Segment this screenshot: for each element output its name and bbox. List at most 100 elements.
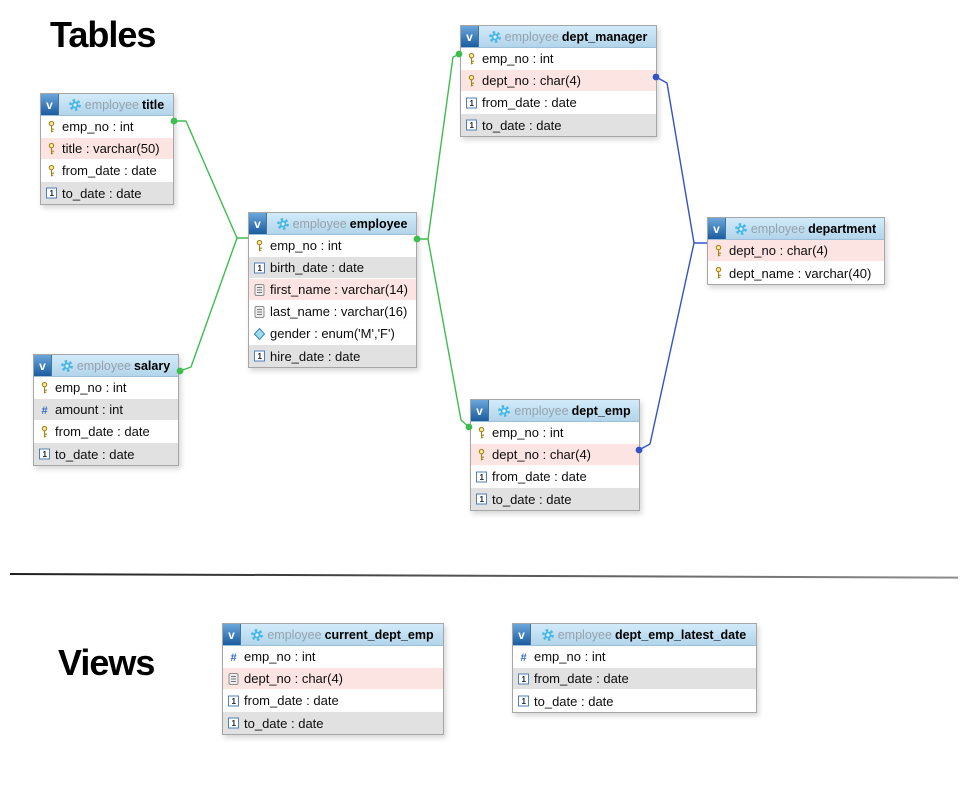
view-badge-icon: v xyxy=(708,218,726,239)
column-row: from_date : date xyxy=(41,160,173,182)
svg-text:1: 1 xyxy=(257,264,262,273)
gear-icon xyxy=(497,404,511,418)
svg-text:1: 1 xyxy=(521,697,526,706)
schema-name: employee xyxy=(750,221,806,236)
column-row: 1 birth_date : date xyxy=(249,257,416,279)
column-label: birth_date : date xyxy=(270,260,364,275)
column-row: emp_no : int xyxy=(471,422,639,444)
key-icon xyxy=(38,381,51,395)
view-badge-icon: v xyxy=(34,355,52,376)
key-icon xyxy=(475,448,488,462)
gear-icon xyxy=(276,217,290,231)
column-label: from_date : date xyxy=(55,424,150,439)
table-name: dept_emp_latest_date xyxy=(614,627,747,642)
view-badge-icon: v xyxy=(249,213,267,234)
column-label: hire_date : date xyxy=(270,348,361,364)
key-icon xyxy=(38,425,51,439)
key-icon xyxy=(712,266,725,280)
views-section-heading: Views xyxy=(58,642,155,683)
column-label: to_date : date xyxy=(244,715,324,731)
column-label: emp_no : int xyxy=(270,238,342,253)
column-row: 1 to_date : date xyxy=(223,712,443,734)
view-badge-icon: v xyxy=(513,624,531,645)
date-icon: 1 xyxy=(227,716,240,730)
column-row: emp_no : int xyxy=(34,377,178,399)
gear-icon xyxy=(68,98,82,112)
key-icon xyxy=(465,52,478,66)
date-icon: 1 xyxy=(517,694,530,708)
column-label: amount : int xyxy=(55,402,123,417)
column-row: first_name : varchar(14) xyxy=(249,279,416,301)
column-label: emp_no : int xyxy=(482,51,554,66)
column-row: 1 to_date : date xyxy=(513,690,756,712)
key-icon xyxy=(45,120,58,134)
column-label: last_name : varchar(16) xyxy=(270,304,408,319)
num-icon: # xyxy=(517,650,530,664)
key-icon xyxy=(465,74,478,88)
text-icon xyxy=(227,672,240,686)
column-label: dept_no : char(4) xyxy=(244,671,344,686)
date-icon: 1 xyxy=(253,261,266,275)
key-icon xyxy=(45,164,58,178)
column-label: first_name : varchar(14) xyxy=(270,282,408,297)
gear-icon xyxy=(60,359,74,373)
column-label: emp_no : int xyxy=(492,425,564,440)
column-label: to_date : date xyxy=(534,693,614,709)
key-icon xyxy=(45,142,58,156)
text-icon xyxy=(253,305,266,319)
date-icon: 1 xyxy=(465,118,478,132)
column-row: title : varchar(50) xyxy=(41,138,173,160)
schema-name: employee xyxy=(267,627,322,642)
column-row: gender : enum('M','F') xyxy=(249,323,416,345)
schema-name: employee xyxy=(557,627,612,642)
column-row: dept_name : varchar(40) xyxy=(708,262,884,284)
text-icon xyxy=(253,283,266,297)
table-name: salary xyxy=(134,358,171,373)
table-name: title xyxy=(141,97,165,112)
table-name: dept_manager xyxy=(561,29,648,44)
column-label: to_date : date xyxy=(482,117,562,133)
column-label: title : varchar(50) xyxy=(62,141,160,156)
svg-text:1: 1 xyxy=(469,121,474,130)
num-icon: # xyxy=(38,403,51,417)
column-row: dept_no : char(4) xyxy=(708,240,884,262)
schema-name: employee xyxy=(76,358,132,373)
column-label: emp_no : int xyxy=(62,119,134,134)
column-label: from_date : date xyxy=(482,95,577,110)
table-name: dept_emp xyxy=(571,403,631,418)
svg-text:#: # xyxy=(520,652,526,664)
view-badge-icon: v xyxy=(41,94,59,115)
svg-text:1: 1 xyxy=(257,352,262,361)
column-label: emp_no : int xyxy=(534,649,606,664)
gear-icon xyxy=(734,222,748,236)
schema-name: employee xyxy=(504,29,559,44)
column-row: # amount : int xyxy=(34,399,178,421)
date-icon: 1 xyxy=(517,672,530,686)
column-row: #emp_no : int xyxy=(223,646,443,668)
view-badge-icon: v xyxy=(223,624,241,645)
column-row: emp_no : int xyxy=(41,116,173,138)
column-row: dept_no : char(4) xyxy=(471,444,639,466)
enum-icon xyxy=(253,327,266,341)
svg-text:1: 1 xyxy=(49,189,54,198)
column-label: from_date : date xyxy=(492,469,587,484)
svg-text:#: # xyxy=(230,652,236,664)
